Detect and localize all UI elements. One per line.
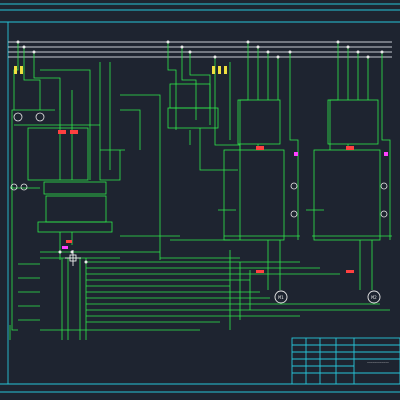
motor-2: M2: [367, 290, 381, 304]
power-bus: [8, 41, 392, 58]
coil-symbols: [58, 130, 354, 273]
motor-1: M1: [274, 290, 288, 304]
marker-rects: [62, 152, 388, 249]
motor-circuit-1: [218, 42, 300, 290]
drawing-frame: [0, 3, 400, 393]
motor-2-label: M2: [371, 295, 377, 301]
title-block-text: ~~~~~~~~~~~~: [367, 360, 389, 364]
motor-1-label: M1: [278, 295, 284, 301]
motor-2-symbol: [367, 290, 381, 304]
crosshair-cursor-icon: [65, 250, 81, 266]
title-block: [291, 337, 400, 385]
fuse-symbols: [14, 66, 227, 74]
indicator-lamps: [10, 112, 388, 218]
interconnect-wires: [9, 235, 390, 340]
control-section-center: [167, 42, 241, 240]
control-section-left: [10, 42, 161, 331]
motor-circuit-2: [306, 42, 392, 290]
motor-1-symbol: [274, 290, 288, 304]
terminal-strip: [18, 251, 160, 340]
